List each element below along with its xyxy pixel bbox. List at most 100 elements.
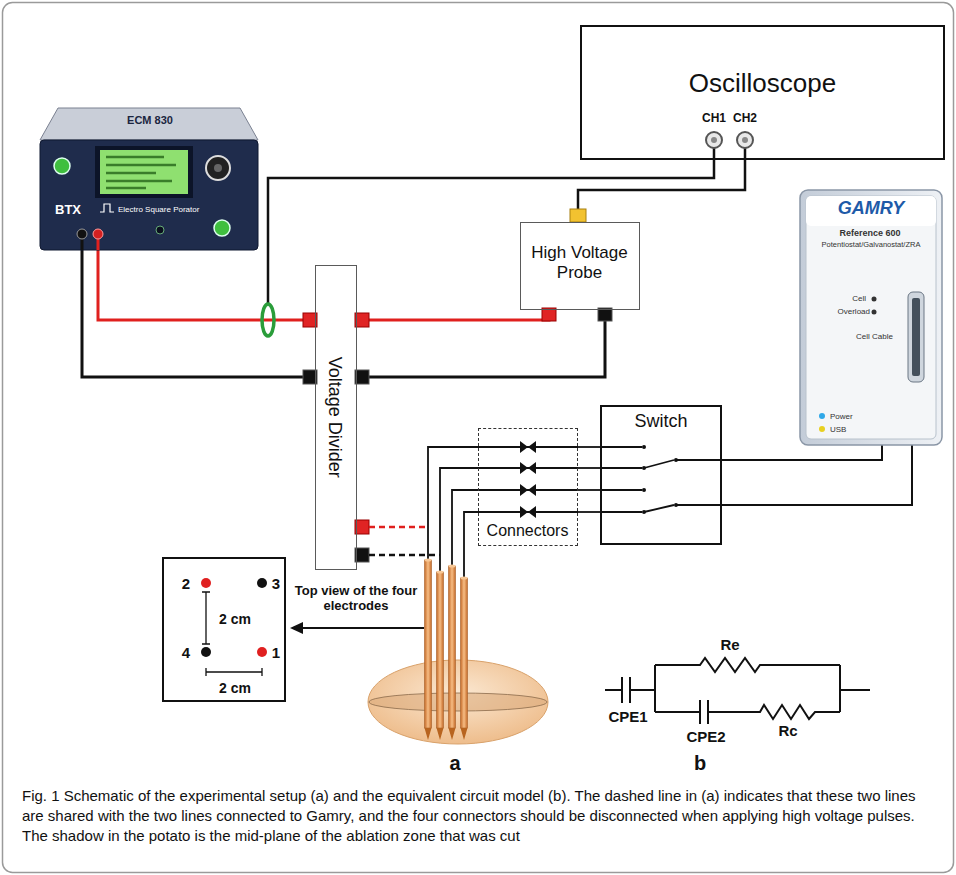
- top-view-box: 23412 cm2 cm: [162, 557, 286, 702]
- connector-pins: [912, 298, 920, 376]
- needle-electrode: [461, 578, 468, 728]
- switch-input-line: [578, 511, 600, 513]
- electrode-number: 1: [268, 644, 284, 661]
- switch-box: Switch: [600, 405, 722, 545]
- potentiostat-panel: [806, 196, 936, 439]
- connector-lines: [478, 447, 578, 512]
- dimension-label: 2 cm: [212, 611, 258, 627]
- view-arrow-head: [290, 622, 303, 634]
- panel-label: USB: [830, 425, 870, 434]
- device-name: High Voltage Probe: [526, 243, 633, 282]
- high-voltage-probe: High Voltage Probe: [520, 222, 640, 310]
- jack-pin: [711, 137, 717, 143]
- panel-letter: b: [690, 752, 710, 775]
- needle-electrode: [449, 566, 456, 728]
- generator-front: [40, 140, 258, 250]
- switch-input-line: [578, 467, 600, 469]
- knob-center: [214, 164, 222, 172]
- contact-point: [642, 488, 646, 492]
- power-button: [54, 158, 70, 174]
- electrode-tips: [425, 728, 468, 740]
- terminal-lead: [97, 239, 100, 250]
- oscilloscope-box: OscilloscopeCH1CH2: [580, 25, 945, 160]
- power-led: [819, 413, 825, 419]
- model-name: ECM 830: [110, 114, 190, 127]
- output-terminal: [77, 229, 87, 239]
- needle-electrode: [437, 572, 444, 728]
- usb-led: [819, 426, 825, 432]
- electrode-number: 2: [178, 575, 194, 592]
- generator-top: [40, 108, 258, 140]
- channel-label: CH1: [696, 112, 732, 126]
- electrode-number: 3: [268, 575, 284, 592]
- small-button: [156, 226, 164, 234]
- indicator-led: [872, 310, 877, 315]
- brand-name: GAMRY: [812, 198, 930, 219]
- brand-name: BTX: [48, 203, 88, 218]
- cell-cable: [722, 445, 912, 505]
- electrode-caps: [425, 559, 468, 580]
- potentiostat: GAMRY Reference 600Potentiostat/Galvanost…: [800, 190, 942, 445]
- jack-pin: [742, 137, 748, 143]
- voltage-divider: Voltage Divider: [315, 265, 357, 570]
- figure-frame: [3, 3, 954, 873]
- ablation-mid-plane: [369, 693, 547, 711]
- capacitor-label: CPE2: [678, 728, 734, 745]
- potato: [368, 660, 548, 744]
- pulse-wire: [82, 250, 315, 377]
- electrode-dot: [201, 578, 211, 588]
- channel-jack: [706, 132, 722, 148]
- start-button: [214, 220, 230, 236]
- shared-line-dashed: [369, 526, 428, 529]
- probe-wire: [357, 310, 549, 320]
- electrode-dot: [257, 647, 267, 657]
- divider-terminal: [355, 313, 369, 327]
- device-name: Voltage Divider: [325, 317, 346, 517]
- device-name: Oscilloscope: [582, 69, 943, 99]
- connector-box: Connectors: [478, 428, 578, 546]
- probe-wire: [357, 310, 605, 377]
- figure-caption: Fig. 1 Schematic of the experimental set…: [22, 786, 934, 846]
- view-arrow: [302, 627, 424, 629]
- pulse-symbol: [100, 204, 114, 212]
- panel-label: Cell: [830, 294, 866, 303]
- divider-terminal: [355, 370, 369, 384]
- contact-point: [642, 466, 646, 470]
- generator-screen: [100, 150, 188, 194]
- resistor-label: Re: [712, 636, 748, 653]
- shared-line-dashed: [369, 554, 440, 557]
- divider-terminal: [355, 548, 369, 562]
- contact-point: [642, 510, 646, 514]
- resistor-label: Rc: [770, 722, 806, 739]
- dimension-lines: [202, 592, 262, 676]
- channel-jack: [737, 132, 753, 148]
- device-name: Switch: [602, 411, 720, 432]
- screen-lines: [106, 157, 176, 188]
- connector-symbol: [520, 441, 536, 518]
- cell-connector: [908, 292, 924, 382]
- indicator-led: [872, 297, 877, 302]
- product-name: Electro Square Porator: [118, 205, 238, 214]
- device-name: Connectors: [479, 522, 576, 540]
- product-name: Potentiostat/Galvanostat/ZRA: [804, 241, 938, 250]
- cell-cable: [722, 445, 882, 460]
- generator-knob: [206, 156, 230, 180]
- switch-input-line: [578, 446, 600, 448]
- current-probe-cable: [268, 148, 714, 304]
- electrode-wires: [428, 447, 478, 578]
- electrode-dot: [257, 578, 267, 588]
- switch-input-line: [578, 489, 600, 491]
- output-terminal: [93, 229, 103, 239]
- logo-band: [806, 196, 936, 226]
- divider-terminal: [355, 520, 369, 534]
- contact-point: [674, 503, 678, 507]
- view-label: Top view of the four electrodes: [290, 584, 422, 614]
- screen-bezel: [95, 146, 193, 198]
- model-name: Reference 600: [820, 228, 920, 238]
- probe-cable: [578, 160, 745, 222]
- panel-label: Overload: [820, 307, 870, 316]
- switch-contacts: [600, 447, 722, 512]
- current-probe-loop: [262, 304, 274, 336]
- pulse-generator: ECM 830BTX Electro Square Porator: [40, 105, 258, 250]
